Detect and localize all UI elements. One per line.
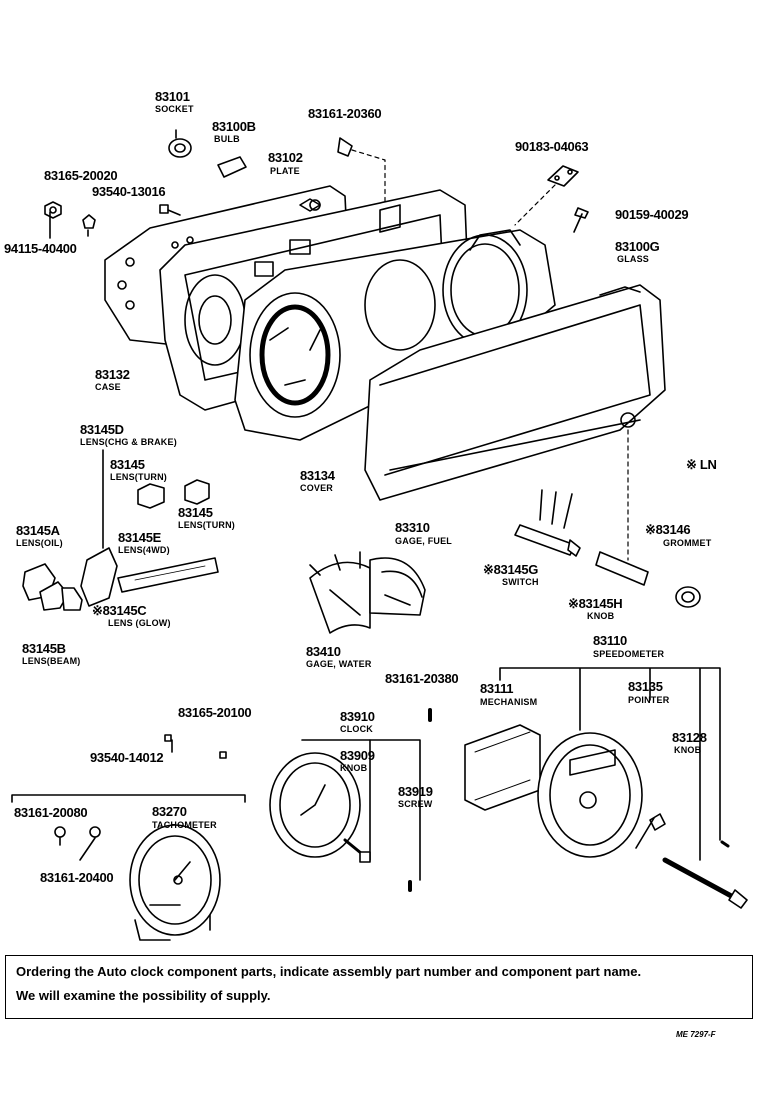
label-lens-glow-name: LENS (GLOW) — [108, 618, 171, 628]
label-plate-name: PLATE — [270, 166, 300, 176]
label-lens-glow-number: ※83145C — [92, 603, 147, 618]
label-lens-turn-b-number: 83145 — [178, 505, 213, 520]
label-screw-20380: 83161-20380 — [385, 671, 459, 686]
label-clock-number: 83910 — [340, 709, 375, 724]
label-screw-919-name: SCREW — [398, 799, 433, 809]
label-knob-909-name: KNOB — [340, 763, 368, 773]
label-case-number: 83132 — [95, 367, 130, 382]
label-mechanism-name: MECHANISM — [480, 697, 538, 707]
label-screw-20400: 83161-20400 — [40, 870, 114, 885]
label-speedometer-number: 83110 — [593, 633, 627, 648]
gage-drawings — [309, 551, 426, 634]
label-grommet-number: ※83146 — [645, 522, 691, 537]
label-knob-909-number: 83909 — [340, 748, 375, 763]
label-lens-4wd-name: LENS(4WD) — [118, 545, 170, 555]
label-switch-name: SWITCH — [502, 577, 539, 587]
label-lens-chg-number: 83145D — [80, 422, 124, 437]
ordering-note-box: Ordering the Auto clock component parts,… — [5, 955, 753, 1019]
small-fasteners — [44, 129, 589, 239]
label-screw-919-number: 83919 — [398, 784, 433, 799]
label-bulb-name: BULB — [214, 134, 240, 144]
label-nut-20100: 83165-20100 — [178, 705, 252, 720]
label-nut-40400: 94115-40400 — [4, 241, 77, 256]
label-clock-name: CLOCK — [340, 724, 373, 734]
label-cover-name: COVER — [300, 483, 334, 493]
label-lens-oil-number: 83145A — [16, 523, 60, 538]
label-gage-fuel-number: 83310 — [395, 520, 430, 535]
ln-note: ※ LN — [686, 457, 717, 472]
misc-screws — [164, 734, 227, 759]
label-screw-40029: 90159-40029 — [615, 207, 689, 222]
label-plate-number: 83102 — [268, 150, 303, 165]
label-tachometer-number: 83270 — [152, 804, 187, 819]
label-socket-name: SOCKET — [155, 104, 194, 114]
label-gage-water-name: GAGE, WATER — [306, 659, 372, 669]
label-gage-fuel-name: GAGE, FUEL — [395, 536, 453, 546]
label-lens-beam-name: LENS(BEAM) — [22, 656, 81, 666]
label-screw-13016: 93540-13016 — [92, 184, 166, 199]
label-glass-name: GLASS — [617, 254, 650, 264]
label-knob-h-name: KNOB — [587, 611, 615, 621]
label-cover-number: 83134 — [300, 468, 335, 483]
label-lens-beam-number: 83145B — [22, 641, 66, 656]
ordering-note-line1: Ordering the Auto clock component parts,… — [16, 964, 642, 979]
speedometer-drawings — [428, 667, 748, 909]
label-knob-128-number: 83128 — [672, 730, 707, 745]
label-case-name: CASE — [95, 382, 121, 392]
label-screw-14012: 93540-14012 — [90, 750, 164, 765]
label-knob-h-number: ※83145H — [568, 596, 623, 611]
label-lens-turn-a-number: 83145 — [110, 457, 145, 472]
ordering-note-line2: We will examine the possibility of suppl… — [16, 988, 271, 1003]
label-lens-4wd-number: 83145E — [118, 530, 162, 545]
label-lens-chg-name: LENS(CHG & BRAKE) — [80, 437, 177, 447]
switch-knob-grommet — [514, 489, 701, 608]
label-screw-20360: 83161-20360 — [308, 106, 382, 121]
label-gage-water-number: 83410 — [306, 644, 341, 659]
label-grommet-name: GROMMET — [663, 538, 712, 548]
label-pointer-number: 83135 — [628, 679, 663, 694]
lens-drawings — [22, 449, 219, 611]
label-lens-turn-b-name: LENS(TURN) — [178, 520, 235, 530]
glass-drawing — [364, 284, 666, 501]
label-bulb-number: 83100B — [212, 119, 256, 134]
label-socket-number: 83101 — [155, 89, 190, 104]
label-knob-128-name: KNOB — [674, 745, 702, 755]
label-screw-20080: 83161-20080 — [14, 805, 88, 820]
label-mechanism-number: 83111 — [480, 681, 514, 696]
label-lens-turn-a-name: LENS(TURN) — [110, 472, 167, 482]
clock-drawings — [269, 739, 421, 892]
label-speedometer-name: SPEEDOMETER — [593, 649, 665, 659]
leader-lines-dashed — [351, 149, 629, 561]
tachometer-drawings — [11, 794, 246, 941]
label-nut-20020: 83165-20020 — [44, 168, 118, 183]
reference-code: ME 7297-F — [676, 1030, 716, 1039]
label-clip-04063: 90183-04063 — [515, 139, 589, 154]
label-switch-number: ※83145G — [483, 562, 539, 577]
label-tachometer-name: TACHOMETER — [152, 820, 217, 830]
label-pointer-name: POINTER — [628, 695, 670, 705]
label-glass-number: 83100G — [615, 239, 660, 254]
label-lens-oil-name: LENS(OIL) — [16, 538, 63, 548]
